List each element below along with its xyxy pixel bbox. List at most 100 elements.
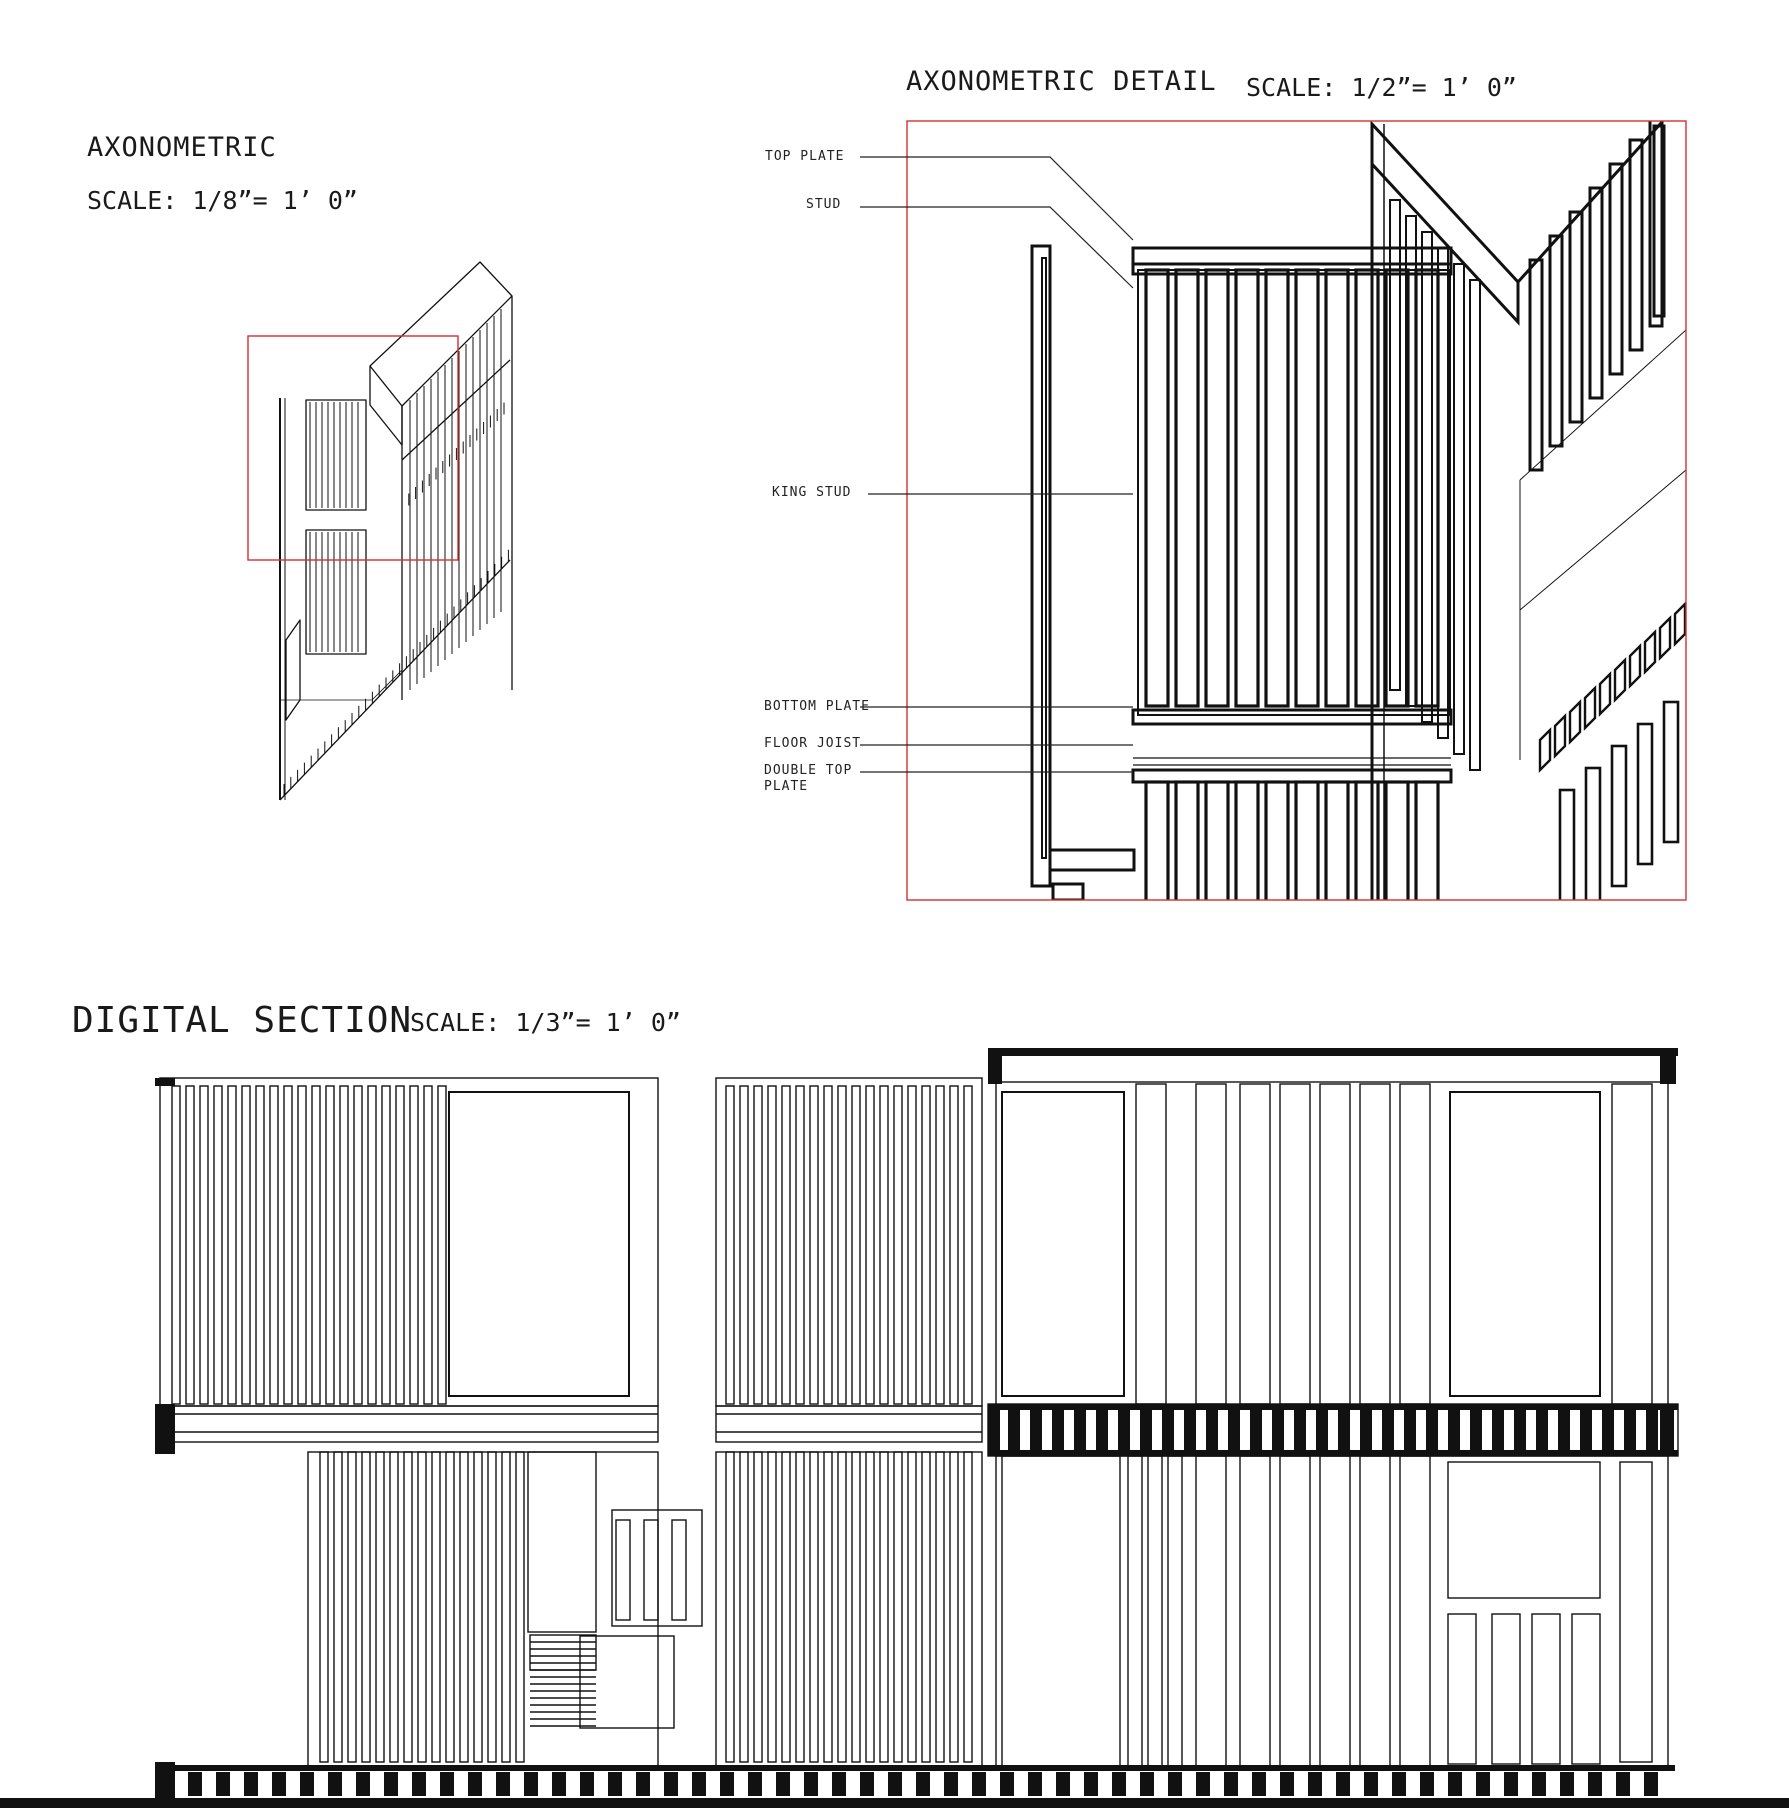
detail-stud-lower	[1174, 780, 1200, 900]
section-ground-joist	[300, 1772, 314, 1796]
section-stud	[963, 1451, 973, 1763]
section-stud	[227, 1085, 237, 1405]
section-ground-joist	[1420, 1772, 1434, 1796]
section-ground-joist	[1532, 1772, 1546, 1796]
section-stud	[347, 1451, 357, 1763]
section-ground-joist	[384, 1772, 398, 1796]
detail-stud	[1204, 268, 1230, 708]
section-stud	[949, 1451, 959, 1763]
section-stud-pair	[1399, 1083, 1431, 1405]
section-stud	[423, 1085, 433, 1405]
callout-double-top-plate-line1: DOUBLE TOP	[764, 763, 853, 778]
section-ground-joist	[356, 1772, 370, 1796]
section-floor-joist	[1008, 1410, 1020, 1450]
detail-floor-edge	[1519, 469, 1686, 611]
section-ground-joist	[1028, 1772, 1042, 1796]
detail-floor-edge	[1519, 329, 1686, 481]
detail-frame	[906, 120, 1687, 901]
section-roof-post	[1660, 1048, 1676, 1084]
section-stud	[879, 1085, 889, 1405]
section-ground-joist	[1588, 1772, 1602, 1796]
section-ground-joist	[412, 1772, 426, 1796]
leader-top-plate	[860, 156, 1134, 241]
detail-bottom-plate	[1131, 708, 1453, 726]
section-floor-joist	[1206, 1410, 1218, 1450]
section-stud	[437, 1085, 447, 1405]
section-ground-joist	[916, 1772, 930, 1796]
section-stud-pair	[1319, 1455, 1351, 1771]
section-floor-joist	[1624, 1410, 1636, 1450]
section-stud	[431, 1451, 441, 1763]
axo-floor-edge	[280, 669, 403, 701]
section-ground-joist	[608, 1772, 622, 1796]
detail-side-stud	[1421, 231, 1433, 723]
section-stud	[445, 1451, 455, 1763]
section-floor-joist	[1294, 1410, 1306, 1450]
axonometric-scale: SCALE: 1/8”= 1’ 0”	[87, 186, 358, 215]
detail-stud	[1174, 268, 1200, 708]
section-floor-plate-bottom	[988, 1450, 1678, 1456]
section-floor-joist	[1228, 1410, 1240, 1450]
section-stud	[767, 1451, 777, 1763]
section-ground-joist	[1000, 1772, 1014, 1796]
detail-stud-lower	[1354, 780, 1380, 900]
section-stud	[1167, 1455, 1183, 1771]
section-window-opening-lower	[1447, 1461, 1601, 1599]
callout-double-top-plate: DOUBLE TOP PLATE	[764, 763, 852, 795]
section-ground-joist	[1252, 1772, 1266, 1796]
section-stud	[851, 1451, 861, 1763]
section-ground-joist	[1112, 1772, 1126, 1796]
section-ground-joist	[1476, 1772, 1490, 1796]
section-stud	[389, 1451, 399, 1763]
section-wall-frame-upper-right	[995, 1081, 1669, 1407]
section-stud-pair	[1611, 1083, 1653, 1405]
section-floor-plate-top	[988, 1404, 1678, 1410]
section-floor-post	[988, 1404, 1000, 1456]
section-ground-joist	[1336, 1772, 1350, 1796]
detail-stud-lower	[1294, 780, 1320, 900]
section-stud	[823, 1085, 833, 1405]
section-ground-joist	[972, 1772, 986, 1796]
detail-stud-lower	[1234, 780, 1260, 900]
section-wall-frame-upper-left	[159, 1077, 659, 1407]
section-stud-pair	[1399, 1455, 1431, 1771]
section-floor-joist	[1448, 1410, 1460, 1450]
section-stud	[823, 1451, 833, 1763]
detail-stud-lower	[1324, 780, 1350, 900]
section-cripple-stud	[1531, 1613, 1561, 1765]
detail-side-stud	[1405, 215, 1417, 707]
detail-diagonal-stud	[1528, 258, 1544, 472]
section-stud	[1147, 1455, 1163, 1771]
section-stud-pair	[1239, 1083, 1271, 1405]
section-stud	[837, 1085, 847, 1405]
detail-wall-frame-upper	[1137, 269, 1451, 716]
callout-top-plate: TOP PLATE	[765, 149, 845, 164]
section-stud-pair	[1239, 1455, 1271, 1771]
section-stud	[319, 1451, 329, 1763]
section-ground-joist	[1084, 1772, 1098, 1796]
section-ground-joist	[468, 1772, 482, 1796]
detail-diagonal-stud	[1568, 210, 1584, 424]
detail-king-stud-inner	[1041, 257, 1047, 859]
axonometric-detail-title: AXONOMETRIC DETAIL	[906, 66, 1217, 97]
section-stud	[403, 1451, 413, 1763]
section-stud	[417, 1451, 427, 1763]
detail-joist-end	[1583, 685, 1597, 731]
section-ground-joist	[524, 1772, 538, 1796]
axo-upper-wall	[305, 399, 367, 511]
detail-lower-stud	[1610, 744, 1628, 888]
axonometric-drawing	[247, 261, 513, 801]
section-stud	[487, 1451, 497, 1763]
section-post-block	[155, 1404, 175, 1454]
detail-king-stud	[1030, 244, 1052, 888]
section-post-cap	[155, 1078, 175, 1086]
section-wall-frame-lower-left	[307, 1451, 659, 1771]
section-ground-joist	[216, 1772, 230, 1796]
section-floor-joist	[1492, 1410, 1504, 1450]
detail-side-stud	[1453, 263, 1465, 755]
detail-double-top-plate	[1131, 768, 1453, 784]
section-ground-joist	[832, 1772, 846, 1796]
section-cripple-stud	[1447, 1613, 1477, 1765]
section-ground-joist	[1224, 1772, 1238, 1796]
section-stud-pair	[1195, 1455, 1227, 1771]
